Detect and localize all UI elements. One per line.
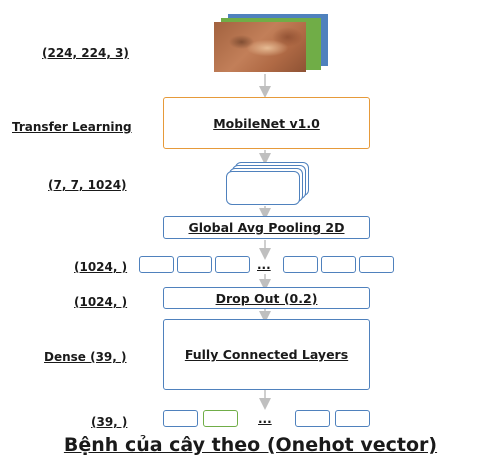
- output-cell: [163, 410, 198, 427]
- feature-shape-label: (7, 7, 1024): [48, 178, 127, 192]
- vector-cell: [321, 256, 356, 273]
- leaf-photo-stack-icon: [214, 22, 306, 72]
- diagram-caption: Bệnh của cây theo (Onehot vector): [63, 434, 438, 456]
- vector-cell: [139, 256, 174, 273]
- output-shape-label: (39, ): [91, 415, 128, 429]
- vector-ellipsis: ...: [257, 258, 271, 272]
- mobilenet-block: MobileNet v1.0: [163, 97, 370, 149]
- output-cell-active: [203, 410, 238, 427]
- pool-shape-label: (1024, ): [74, 260, 128, 274]
- dropout-block: Drop Out (0.2): [163, 287, 370, 309]
- global-avg-pooling-label: Global Avg Pooling 2D: [188, 220, 345, 235]
- dense-label: Dense (39, ): [44, 350, 127, 364]
- transfer-learning-label: Transfer Learning: [12, 120, 132, 134]
- fully-connected-label: Fully Connected Layers: [184, 347, 349, 362]
- fully-connected-block: Fully Connected Layers: [163, 319, 370, 390]
- global-avg-pooling-block: Global Avg Pooling 2D: [163, 216, 370, 239]
- vector-cell: [359, 256, 394, 273]
- feature-map-layer: [226, 171, 300, 205]
- output-ellipsis: ...: [258, 412, 272, 426]
- vector-cell: [177, 256, 212, 273]
- output-cell: [295, 410, 330, 427]
- vector-cell: [215, 256, 250, 273]
- input-shape-label: (224, 224, 3): [42, 46, 129, 60]
- vector-cell: [283, 256, 318, 273]
- dropout-label: Drop Out (0.2): [215, 290, 318, 306]
- dropout-shape-label: (1024, ): [74, 295, 128, 309]
- mobilenet-block-label: MobileNet v1.0: [213, 115, 320, 131]
- output-cell: [335, 410, 370, 427]
